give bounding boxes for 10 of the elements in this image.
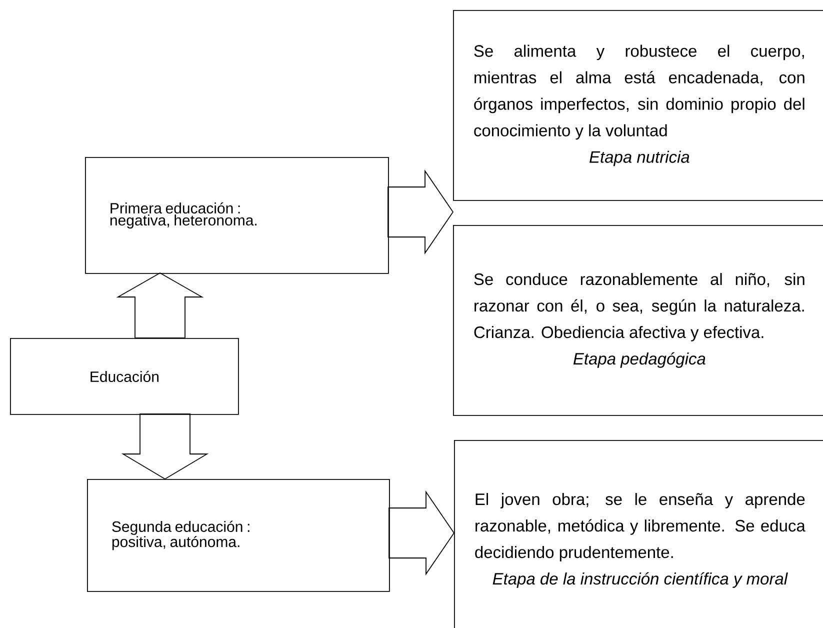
text-box: Se alimenta y robustece el cuerpo, mientras el alma está encadenada, con órganos imperfectos, sin dominio propio del conocimiento y la voluntad Etapa nutricia: [453, 10, 823, 201]
text-box: El joven obra; se le enseña y aprende razonable, metódica y libremente. Se educa decidiendo prudentemente. Etapa de la instrucción científica y moral: [454, 440, 823, 628]
text-box: Segunda educación : positiva, autónoma.: [87, 479, 390, 592]
text-box: Primera educación : negativa, heteronoma.: [85, 157, 389, 274]
text-box: Se conduce razonablemente al niño, sin razonar con él, o sea, según la naturaleza. Crianza. Obediencia afectiva y efectiva. Etapa pedagógica: [453, 225, 823, 416]
block-arrow: [388, 490, 455, 576]
text-box: Educación: [10, 338, 239, 415]
block-arrow: [121, 414, 209, 480]
block-arrow: [116, 272, 204, 338]
block-arrow: [388, 170, 454, 254]
